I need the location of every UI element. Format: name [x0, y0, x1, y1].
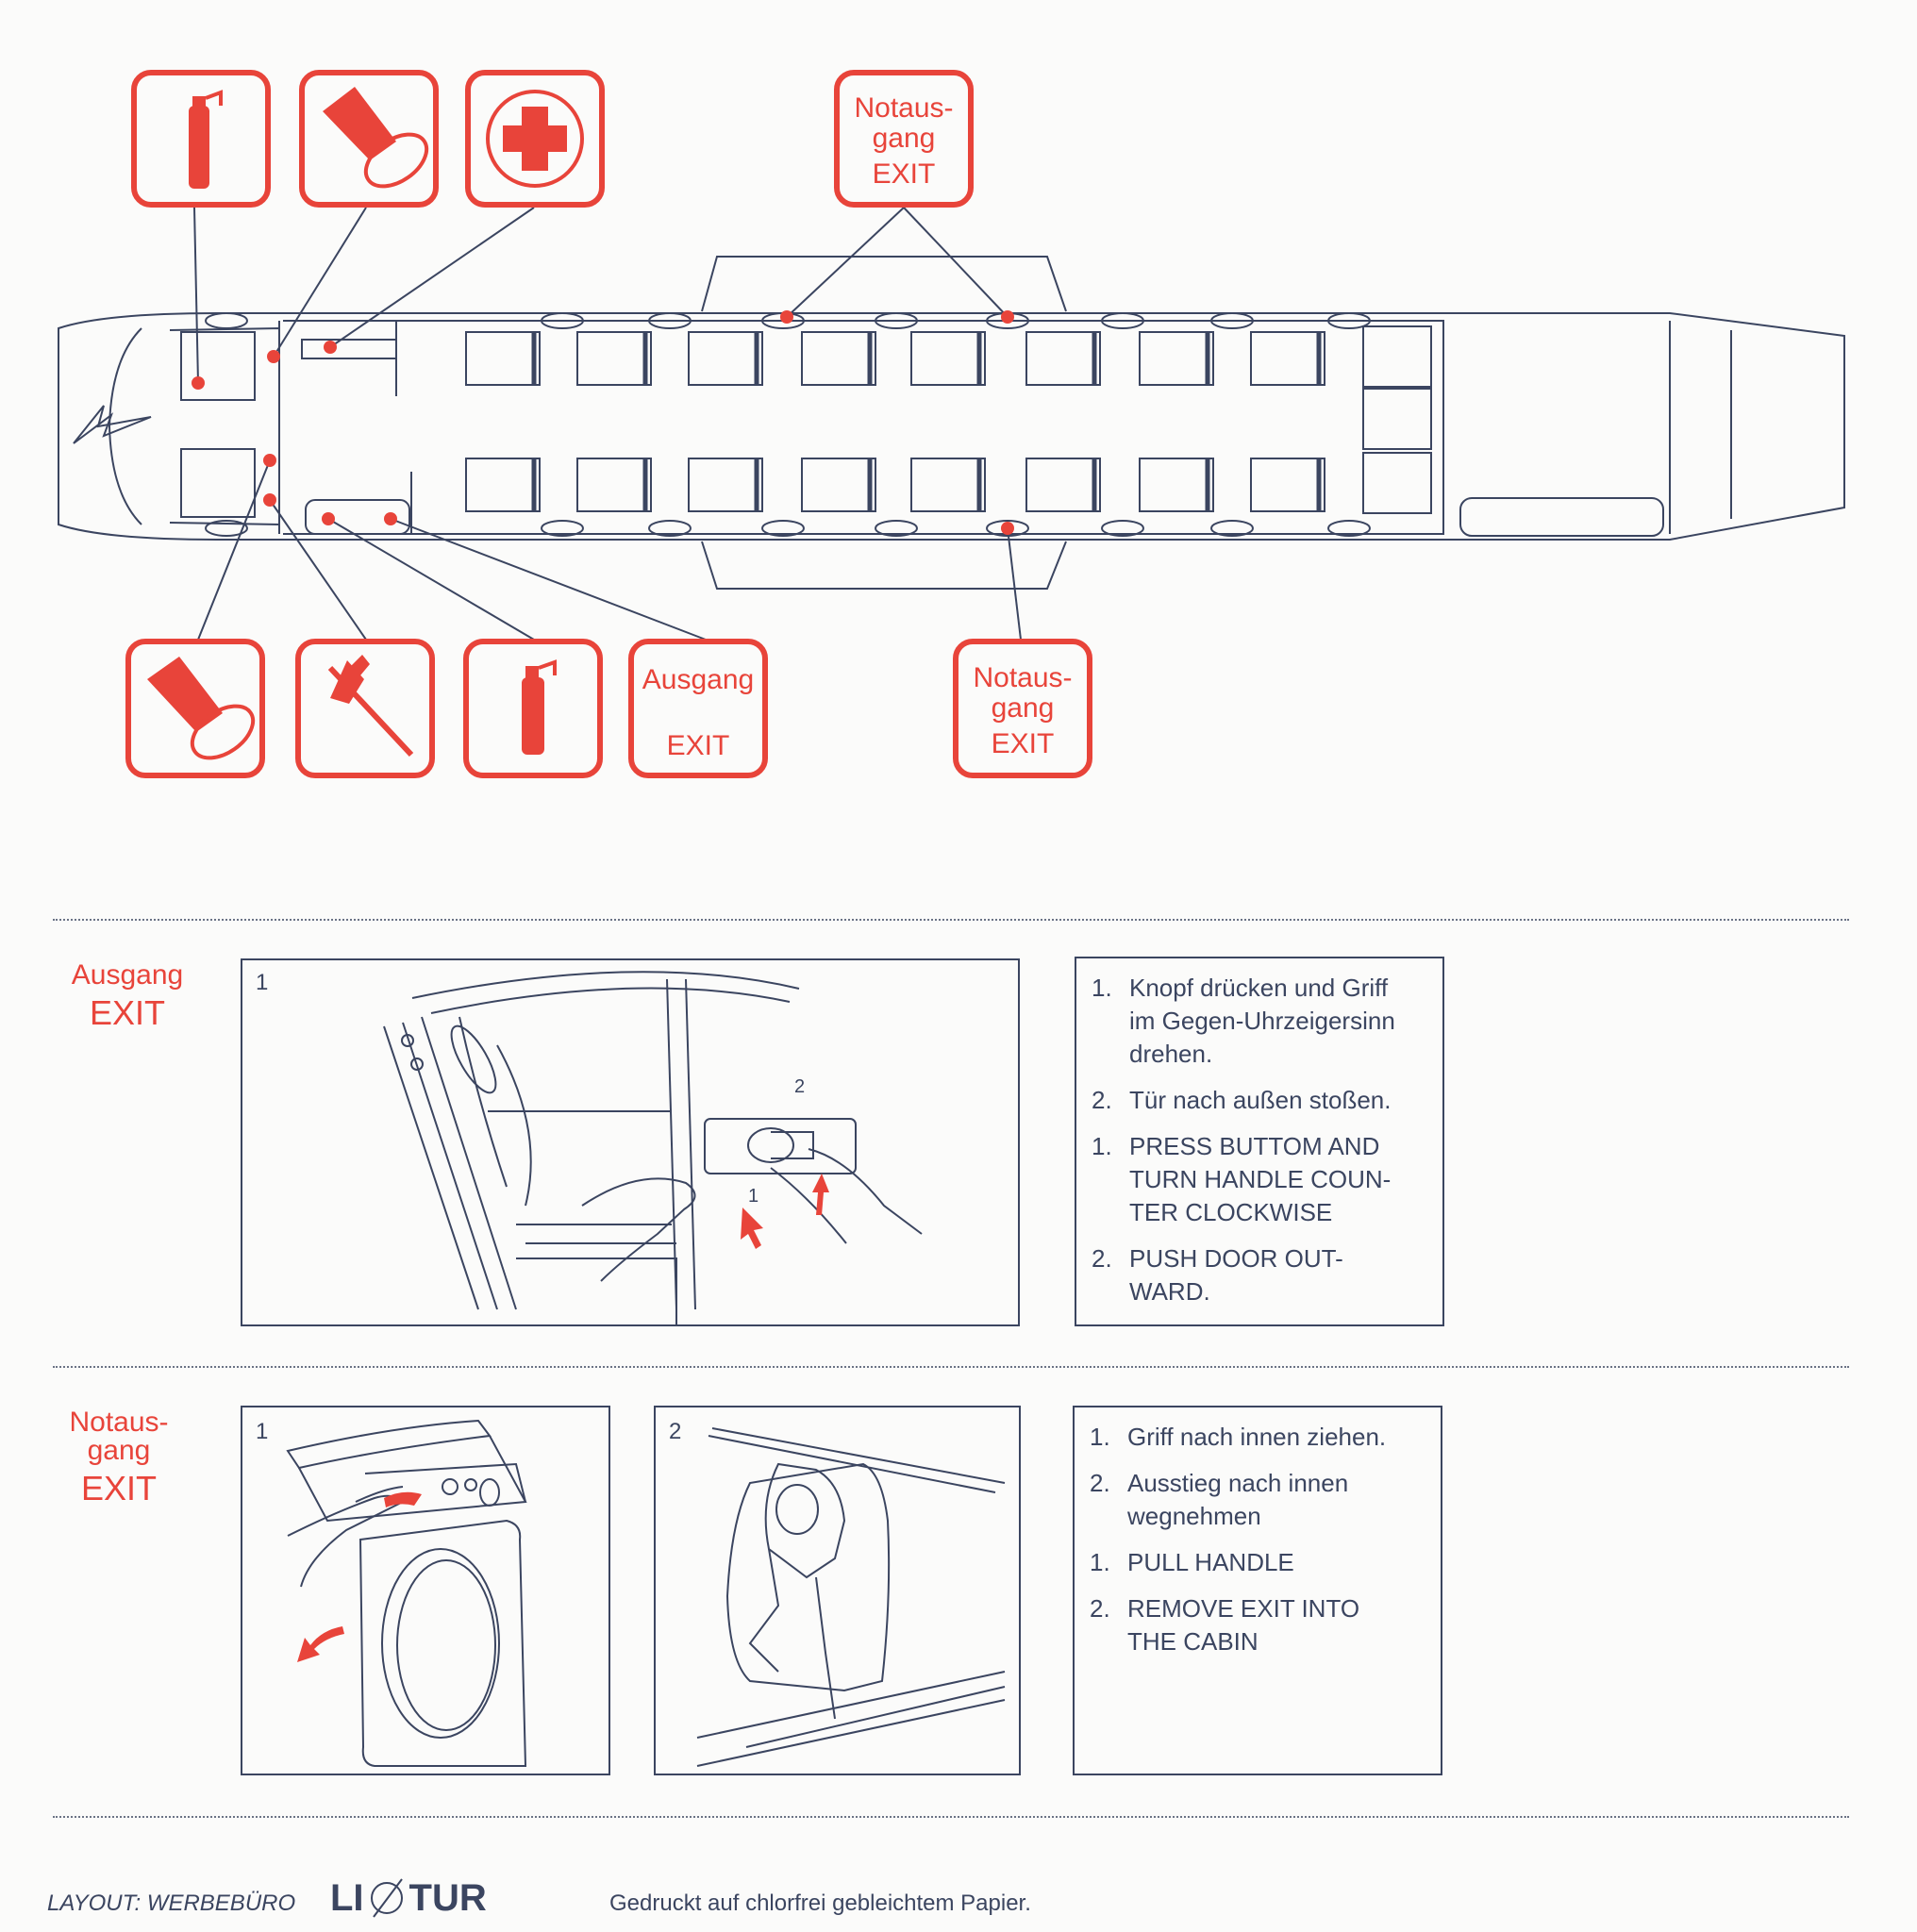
cabin-window: [875, 520, 918, 537]
instruction-step: 1.PULL HANDLE: [1090, 1548, 1294, 1576]
passenger-seat: [1250, 331, 1325, 386]
panel-number: 1: [256, 970, 269, 995]
passenger-seat: [576, 331, 652, 386]
divider-1: [53, 919, 1849, 921]
ligatur-logo: LI TUR: [330, 1877, 487, 1919]
logo-mark: [370, 1878, 403, 1918]
emergency-exit-title-de-1: Notaus-: [69, 1407, 169, 1438]
svg-text:gang: gang: [873, 123, 936, 154]
emergency-instructions-box: 1.Griff nach innen ziehen. 2.Ausstieg na…: [1073, 1406, 1442, 1775]
cabin-window: [205, 520, 248, 537]
instruction-step: 1.Knopf drücken und Griff im Gegen-Uhrze…: [1092, 974, 1395, 1068]
svg-text:gang: gang: [992, 692, 1055, 724]
cabin-window: [1210, 312, 1254, 329]
fire-extinguisher-icon: [522, 659, 557, 755]
door-illustration-panel: 1 1: [241, 958, 1020, 1326]
door-exit-title-de: Ausgang: [71, 959, 184, 991]
oxygen-mask-sign-bottom: [125, 639, 265, 778]
oxygen-mask-icon: [147, 657, 256, 760]
svg-text:Ausgang: Ausgang: [642, 664, 754, 695]
instruction-step: 2.PUSH DOOR OUT- WARD.: [1092, 1244, 1343, 1306]
step-1-marker: 1: [748, 1186, 758, 1207]
passenger-seat: [1025, 458, 1101, 512]
logo-text-left: LI: [330, 1876, 364, 1919]
svg-text:EXIT: EXIT: [873, 158, 936, 190]
instruction-step: 2.Tür nach außen stoßen.: [1092, 1086, 1392, 1114]
step-2-marker: 2: [794, 1076, 805, 1097]
passenger-seat: [910, 331, 986, 386]
passenger-seat: [576, 458, 652, 512]
cabin-window: [648, 520, 692, 537]
instruction-step: 1.PRESS BUTTOM AND TURN HANDLE COUN- TER…: [1092, 1132, 1392, 1226]
emergency-exit-title-en: EXIT: [80, 1469, 157, 1507]
oxygen-mask-sign: [299, 70, 439, 208]
svg-text:Notaus-: Notaus-: [973, 662, 1072, 693]
divider-3: [53, 1816, 1849, 1818]
passenger-seat: [910, 458, 986, 512]
instruction-step: 1.Griff nach innen ziehen.: [1090, 1423, 1387, 1451]
axe-icon: [327, 655, 414, 758]
passenger-seat: [1250, 458, 1325, 512]
panel-number: 2: [669, 1419, 682, 1444]
fire-extinguisher-sign: [131, 70, 271, 208]
cabin-window: [541, 520, 584, 537]
passenger-seat: [688, 331, 763, 386]
door-exit-title: Ausgang EXIT: [57, 959, 198, 1032]
svg-text:Notaus-: Notaus-: [854, 92, 953, 124]
cabin-window: [1210, 520, 1254, 537]
divider-2: [53, 1366, 1849, 1368]
hatch-illustration-panel-2: 2: [654, 1406, 1021, 1775]
oxygen-mask-icon: [323, 87, 429, 189]
passenger-seat: [801, 331, 876, 386]
axe-sign: [295, 639, 435, 778]
cabin-window: [541, 312, 584, 329]
passenger-seat: [1025, 331, 1101, 386]
layout-credit: LAYOUT: WERBEBÜRO: [47, 1890, 296, 1916]
logo-text-right: TUR: [408, 1876, 487, 1919]
cabin-window: [648, 312, 692, 329]
cabin-window: [205, 312, 248, 329]
cabin-window: [875, 312, 918, 329]
passenger-seat: [465, 458, 541, 512]
door-opening-illustration: 1 2: [383, 971, 923, 1324]
door-exit-sign-bottom: Ausgang EXIT: [628, 639, 768, 778]
emergency-exit-title-de-2: gang: [87, 1435, 151, 1466]
passenger-seat: [1139, 331, 1214, 386]
door-exit-title-en: EXIT: [89, 993, 165, 1032]
fire-extinguisher-sign-bottom: [463, 639, 603, 778]
svg-text:EXIT: EXIT: [667, 730, 730, 761]
paper-note: Gedruckt auf chlorfrei gebleichtem Papie…: [609, 1890, 1031, 1916]
door-instructions-box: 1.Knopf drücken und Griff im Gegen-Uhrze…: [1075, 957, 1444, 1326]
svg-text:EXIT: EXIT: [992, 728, 1055, 759]
cabin-layout-diagram: Notaus- gang EXIT Ausgang EXIT Nota: [58, 70, 1845, 778]
cabin-window: [1327, 520, 1371, 537]
passenger-seat: [801, 458, 876, 512]
emergency-exit-sign-top: Notaus- gang EXIT: [834, 70, 974, 208]
instruction-step: 2.Ausstieg nach innen wegnehmen: [1090, 1469, 1349, 1530]
hatch-handle-illustration: [286, 1419, 527, 1767]
cabin-window: [761, 520, 805, 537]
first-aid-icon: [486, 90, 584, 188]
passenger-seat: [688, 458, 763, 512]
cabin-window: [1101, 520, 1144, 537]
cabin-window: [1101, 312, 1144, 329]
emergency-exit-title: Notaus- gang EXIT: [53, 1407, 185, 1507]
emergency-exit-sign-bottom: Notaus- gang EXIT: [953, 639, 1092, 778]
fire-extinguisher-icon: [189, 90, 223, 189]
hatch-illustration-panel-1: 1: [241, 1406, 610, 1775]
hatch-removal-illustration: [696, 1427, 1006, 1767]
panel-number: 1: [256, 1419, 269, 1444]
first-aid-sign: [465, 70, 605, 208]
instruction-step: 2.REMOVE EXIT INTO THE CABIN: [1090, 1594, 1360, 1656]
passenger-seat: [465, 331, 541, 386]
passenger-seat: [1139, 458, 1214, 512]
cabin-window: [1327, 312, 1371, 329]
